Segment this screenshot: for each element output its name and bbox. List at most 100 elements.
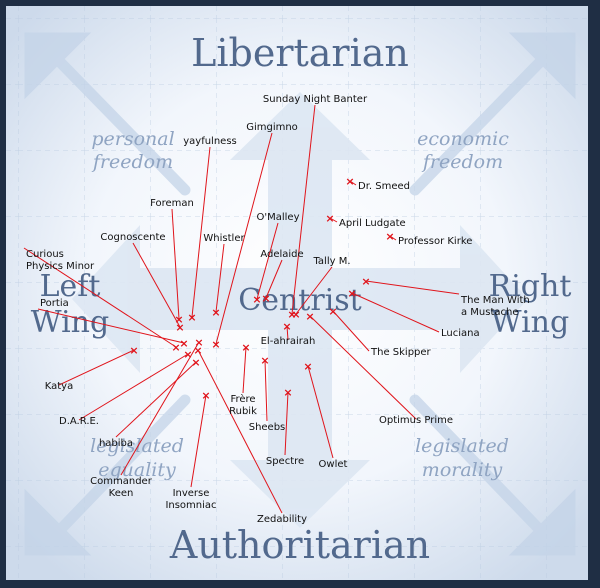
leader-line-the-skipper [332, 310, 370, 352]
cross-arrows [72, 92, 528, 528]
data-label-commander-keen-line2: Keen [109, 488, 134, 499]
data-label-zedability: Zedability [257, 514, 307, 525]
data-label-the-man-with-a-mustache-line1: The Man With [460, 295, 530, 306]
data-label-el-ahrairah: El-ahrairah [261, 336, 316, 347]
leader-line-curious-physics-minor [23, 247, 177, 348]
leader-line-zedability [197, 349, 283, 514]
leader-line-inverse-insomniac [190, 394, 207, 488]
label-economic: economic [417, 128, 509, 150]
data-label-yayfulness: yayfulness [183, 136, 237, 147]
data-label-spectre: Spectre [266, 456, 304, 467]
data-label-luciana: Luciana [441, 328, 480, 339]
data-point-the-skipper: × [328, 305, 337, 318]
data-label-portia: Portia [40, 298, 69, 309]
data-label-sunday-night-banter: Sunday Night Banter [263, 94, 368, 105]
data-marks: ××××××××××××××××××××××××××××× [129, 175, 394, 402]
data-point-whistler: × [211, 306, 220, 319]
data-point-optimus-prime: × [305, 310, 314, 323]
leader-line-optimus-prime [309, 315, 417, 420]
data-point-spectre: × [283, 386, 292, 399]
data-label-april-ludgate: April Ludgate [339, 218, 406, 229]
label-centrist: Centrist [238, 283, 361, 318]
data-point-d-a-r-e: × [183, 348, 192, 361]
label-personal-freedom: freedom [91, 151, 173, 173]
data-labels: Sunday Night BanterGimgimnoyayfulnessDr.… [26, 94, 530, 525]
leader-line-spectre [284, 391, 289, 456]
leader-line-sunday-night-banter [291, 104, 316, 315]
data-label-katya: Katya [45, 381, 73, 392]
data-label-sheebs: Sheebs [249, 422, 286, 433]
data-label-optimus-prime: Optimus Prime [379, 415, 453, 426]
data-point-the-man-with-a-mustache: × [361, 275, 370, 288]
data-point-gimgimno: × [211, 338, 220, 351]
leader-line-adelaide [265, 259, 283, 299]
leader-line-professor-kirke [389, 235, 397, 241]
data-point-adelaide: × [261, 292, 270, 305]
data-label-foreman: Foreman [150, 198, 194, 209]
data-label-o-malley: O'Malley [256, 212, 299, 223]
data-point-curious-physics-minor: × [171, 341, 180, 354]
data-label-tally-m: Tally M. [312, 256, 350, 267]
leader-line-foreman [171, 208, 180, 320]
label-economic-freedom: freedom [421, 151, 503, 173]
label-legislated-left: legislated [90, 435, 184, 457]
label-legislated-equality: equality [98, 459, 176, 481]
data-label-whistler: Whistler [203, 233, 245, 244]
leader-line-sheebs [264, 359, 268, 422]
leader-line-whistler [215, 243, 225, 313]
data-label-professor-kirke: Professor Kirke [398, 236, 472, 247]
data-label-commander-keen-line1: Commander [90, 476, 153, 487]
data-label-curious-physics-minor-line2: Physics Minor [26, 261, 95, 272]
data-point-zedability: × [193, 344, 202, 357]
data-label-dr-smeed: Dr. Smeed [358, 181, 410, 192]
data-label-fr-re-rubik-line1: Frère [230, 393, 255, 405]
label-libertarian: Libertarian [191, 31, 409, 75]
label-right-wing: Wing [491, 305, 569, 340]
data-label-the-skipper: The Skipper [370, 347, 432, 358]
leader-line-fr-re-rubik [242, 346, 247, 394]
data-point-tally-m: × [291, 308, 300, 321]
leader-lines [23, 104, 460, 514]
data-point-cognoscente: × [175, 321, 184, 334]
data-label-owlet: Owlet [319, 459, 348, 470]
data-point-habiba: × [191, 356, 200, 369]
leader-line-el-ahrairah [286, 325, 289, 341]
leader-line-owlet [307, 365, 334, 459]
leader-line-april-ludgate [329, 217, 338, 223]
data-label-adelaide: Adelaide [260, 249, 303, 260]
data-point-inverse-insomniac: × [201, 389, 210, 402]
leader-line-o-malley [256, 222, 279, 300]
leader-line-commander-keen [120, 341, 200, 476]
label-right: Right [489, 269, 572, 304]
label-personal: personal [91, 128, 174, 150]
data-point-dr-smeed: × [345, 175, 354, 188]
leader-line-cognoscente [132, 242, 181, 328]
data-point-o-malley: × [252, 293, 261, 306]
data-point-foreman: × [174, 313, 183, 326]
data-point-sheebs: × [260, 354, 269, 367]
leader-line-tally-m [295, 266, 333, 315]
data-label-inverse-insomniac-line1: Inverse [173, 488, 210, 499]
label-authoritarian: Authoritarian [169, 523, 430, 567]
diagonal-arrows [24, 32, 576, 556]
leader-line-habiba [115, 361, 197, 438]
leader-line-d-a-r-e [78, 353, 189, 421]
leader-line-gimgimno [215, 132, 273, 345]
data-point-katya: × [129, 344, 138, 357]
leader-line-yayfulness [191, 146, 211, 318]
leader-line-luciana [351, 292, 440, 333]
data-point-portia: × [179, 337, 188, 350]
data-point-yayfulness: × [187, 311, 196, 324]
data-label-curious-physics-minor-line1: Curious [26, 249, 64, 260]
data-label-habiba: habiba [99, 438, 133, 449]
data-label-cognoscente: Cognoscente [100, 232, 165, 243]
data-point-fr-re-rubik: × [241, 341, 250, 354]
data-label-inverse-insomniac-line2: Insomniac [165, 500, 216, 511]
data-label-d-a-r-e: D.A.R.E. [59, 416, 99, 427]
data-label-fr-re-rubik-line2: Rubik [229, 406, 257, 417]
data-point-professor-kirke: × [385, 230, 394, 243]
leader-line-dr-smeed [349, 180, 357, 186]
leader-line-katya [58, 349, 135, 386]
leader-line-the-man-with-a-mustache [365, 280, 460, 295]
